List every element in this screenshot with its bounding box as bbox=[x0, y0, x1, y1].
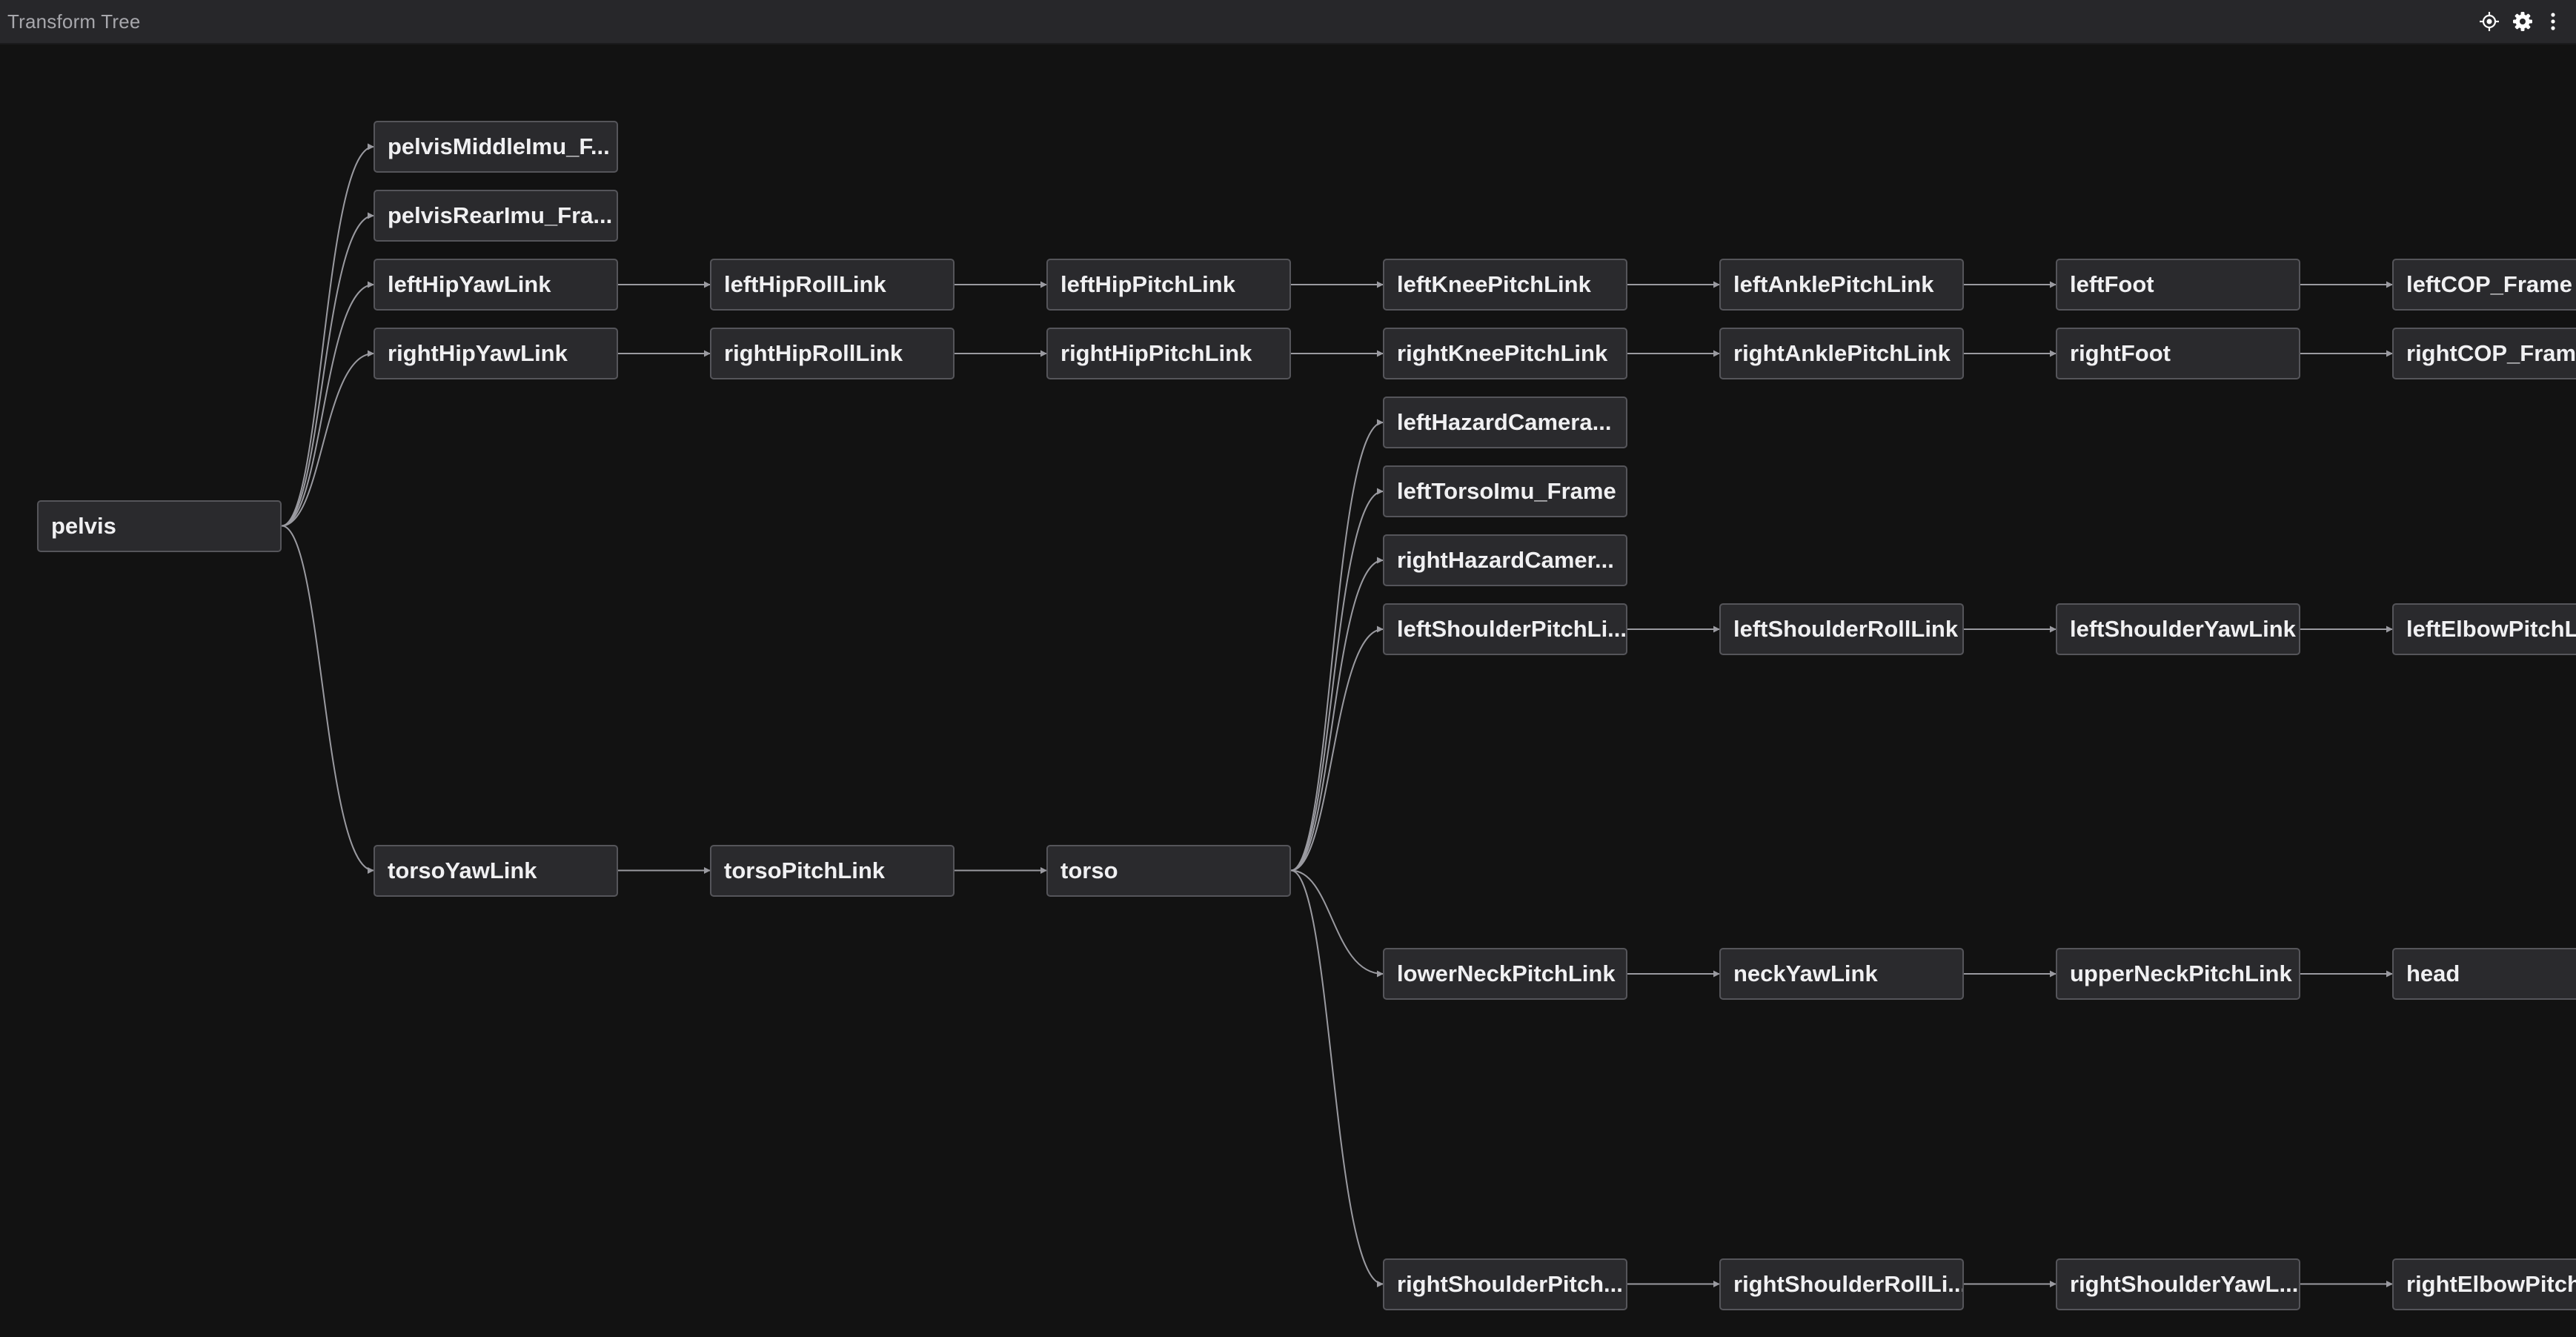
edge-pelvis-to-pelvisRearImu bbox=[281, 212, 374, 527]
tree-node-pelvis[interactable]: pelvis bbox=[37, 500, 282, 552]
tree-node-rightElbowPitchLink[interactable]: rightElbowPitchLink bbox=[2392, 1258, 2576, 1310]
tree-node-torsoYawLink[interactable]: torsoYawLink bbox=[374, 844, 618, 897]
tree-node-leftHipRollLink[interactable]: leftHipRollLink bbox=[710, 259, 955, 311]
edge-torso-to-leftHazardCamera bbox=[1290, 419, 1384, 872]
recenter-icon[interactable] bbox=[2477, 9, 2502, 34]
tree-node-leftShoulderYawLink[interactable]: leftShoulderYawLink bbox=[2056, 603, 2300, 655]
tree-node-leftHazardCamera[interactable]: leftHazardCamera... bbox=[1383, 397, 1627, 448]
tree-node-pelvisMiddleImu[interactable]: pelvisMiddleImu_F... bbox=[374, 121, 618, 173]
edge-torso-to-lowerNeckPitchLink bbox=[1290, 869, 1384, 978]
edge-torso-to-leftTorsoImu bbox=[1290, 488, 1384, 872]
edge-pelvis-to-leftHipYawLink bbox=[281, 281, 374, 527]
tree-node-rightShoulderYawLink[interactable]: rightShoulderYawL... bbox=[2056, 1258, 2300, 1310]
tree-node-rightHipPitchLink[interactable]: rightHipPitchLink bbox=[1046, 328, 1291, 379]
tree-node-leftHipPitchLink[interactable]: leftHipPitchLink bbox=[1046, 259, 1291, 311]
tree-node-head[interactable]: head bbox=[2392, 948, 2576, 1000]
tree-node-rightHazardCamera[interactable]: rightHazardCamer... bbox=[1383, 534, 1627, 586]
tree-node-leftCOP[interactable]: leftCOP_Frame bbox=[2392, 259, 2576, 311]
tree-node-lowerNeckPitchLink[interactable]: lowerNeckPitchLink bbox=[1383, 948, 1627, 1000]
panel-toolbar: Transform Tree bbox=[0, 0, 2576, 44]
edge-pelvis-to-pelvisMiddleImu bbox=[281, 143, 374, 527]
tree-node-torsoPitchLink[interactable]: torsoPitchLink bbox=[710, 844, 955, 897]
tree-node-pelvisRearImu[interactable]: pelvisRearImu_Fra... bbox=[374, 190, 618, 242]
edge-torso-to-rightHazardCamera bbox=[1290, 557, 1384, 872]
tree-node-rightFoot[interactable]: rightFoot bbox=[2056, 328, 2300, 379]
gear-icon[interactable] bbox=[2510, 9, 2535, 34]
tree-node-rightCOP[interactable]: rightCOP_Frame bbox=[2392, 328, 2576, 379]
edge-torso-to-rightShoulderPitchLink bbox=[1290, 869, 1384, 1287]
tree-node-rightShoulderPitchLink[interactable]: rightShoulderPitch... bbox=[1383, 1258, 1627, 1310]
tree-edges bbox=[281, 143, 2393, 1287]
tree-node-leftTorsoImu[interactable]: leftTorsoImu_Frame bbox=[1383, 465, 1627, 517]
tree-node-rightKneePitchLink[interactable]: rightKneePitchLink bbox=[1383, 328, 1627, 379]
tree-node-rightHipYawLink[interactable]: rightHipYawLink bbox=[374, 328, 618, 379]
tree-node-torso[interactable]: torso bbox=[1046, 844, 1291, 897]
tree-node-rightShoulderRollLink[interactable]: rightShoulderRollLi... bbox=[1719, 1258, 1964, 1310]
edge-torso-to-leftShoulderPitchLink bbox=[1290, 626, 1384, 872]
more-vertical-icon[interactable] bbox=[2540, 9, 2566, 34]
tree-node-upperNeckPitchLink[interactable]: upperNeckPitchLink bbox=[2056, 948, 2300, 1000]
tree-node-neckYawLink[interactable]: neckYawLink bbox=[1719, 948, 1964, 1000]
tree-node-leftShoulderPitchLink[interactable]: leftShoulderPitchLi... bbox=[1383, 603, 1627, 655]
tree-node-rightHipRollLink[interactable]: rightHipRollLink bbox=[710, 328, 955, 379]
tree-canvas[interactable]: pelvis pelvisMiddleImu_F... pelvisRearImu_… bbox=[0, 44, 2576, 1337]
tree-node-rightAnklePitchLink[interactable]: rightAnklePitchLink bbox=[1719, 328, 1964, 379]
tree-node-leftAnklePitchLink[interactable]: leftAnklePitchLink bbox=[1719, 259, 1964, 311]
tree-node-leftFoot[interactable]: leftFoot bbox=[2056, 259, 2300, 311]
edge-pelvis-to-rightHipYawLink bbox=[281, 350, 374, 527]
tree-node-leftKneePitchLink[interactable]: leftKneePitchLink bbox=[1383, 259, 1627, 311]
tree-node-leftShoulderRollLink[interactable]: leftShoulderRollLink bbox=[1719, 603, 1964, 655]
panel-title: Transform Tree bbox=[7, 10, 141, 33]
tree-node-leftElbowPitchLink[interactable]: leftElbowPitchLink bbox=[2392, 603, 2576, 655]
edge-pelvis-to-torsoYawLink bbox=[281, 525, 374, 874]
tree-node-leftHipYawLink[interactable]: leftHipYawLink bbox=[374, 259, 618, 311]
